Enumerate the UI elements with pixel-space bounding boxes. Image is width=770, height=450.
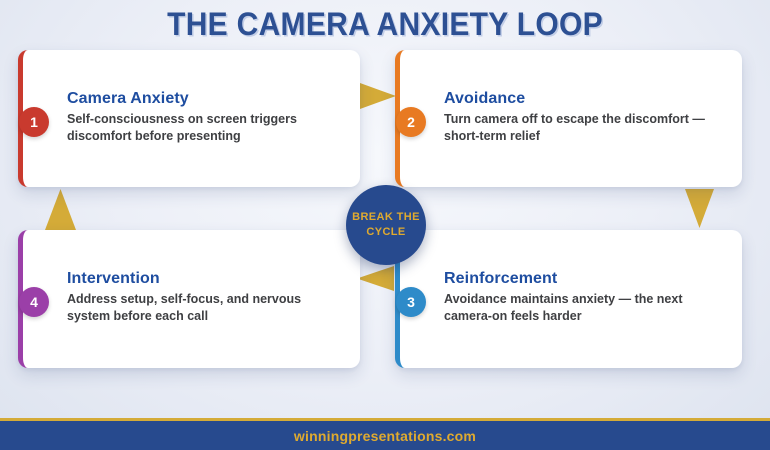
footer-accent-line — [0, 418, 770, 421]
card-heading: Avoidance — [444, 90, 526, 107]
card-body: Self-consciousness on screen triggers di… — [67, 112, 297, 143]
card-intervention: 4 Intervention Address setup, self-focus… — [18, 230, 360, 368]
card-content: Intervention Address setup, self-focus, … — [67, 270, 338, 324]
card-heading: Intervention — [67, 270, 160, 287]
card-body: Turn camera off to escape the discomfort… — [444, 112, 705, 143]
card-content: Avoidance Turn camera off to escape the … — [444, 90, 720, 144]
card-heading: Reinforcement — [444, 270, 558, 287]
card-heading: Camera Anxiety — [67, 90, 189, 107]
card-content: Reinforcement Avoidance maintains anxiet… — [444, 270, 720, 324]
step-number-badge: 2 — [396, 107, 426, 137]
step-number-badge: 3 — [396, 287, 426, 317]
step-number: 3 — [407, 294, 415, 310]
arrow-right-icon — [360, 83, 396, 109]
footer-bar: winningpresentations.com — [0, 421, 770, 450]
card-body: Address setup, self-focus, and nervous s… — [67, 292, 302, 323]
break-the-cycle-circle: BREAK THE CYCLE — [346, 185, 426, 265]
step-number: 2 — [407, 114, 415, 130]
card-reinforcement: 3 Reinforcement Avoidance maintains anxi… — [395, 230, 742, 368]
card-body: Avoidance maintains anxiety — the next c… — [444, 292, 683, 323]
step-number-badge: 4 — [19, 287, 49, 317]
step-number-badge: 1 — [19, 107, 49, 137]
step-number: 4 — [30, 294, 38, 310]
card-camera-anxiety: 1 Camera Anxiety Self-consciousness on s… — [18, 50, 360, 187]
card-content: Camera Anxiety Self-consciousness on scr… — [67, 90, 338, 144]
arrow-left-icon — [357, 266, 394, 291]
break-the-cycle-label: BREAK THE CYCLE — [352, 211, 420, 238]
footer-url: winningpresentations.com — [293, 427, 477, 444]
arrow-down-icon — [685, 189, 714, 228]
card-avoidance: 2 Avoidance Turn camera off to escape th… — [395, 50, 742, 187]
step-number: 1 — [30, 114, 38, 130]
arrow-up-icon — [45, 189, 76, 230]
page-title: THE CAMERA ANXIETY LOOP — [167, 7, 603, 43]
